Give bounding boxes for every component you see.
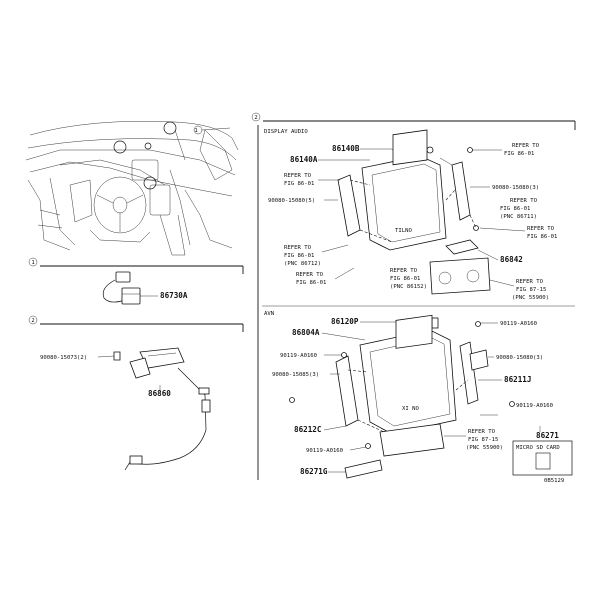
refer-4-title: REFER TO: [527, 226, 555, 232]
dashboard-overview: 1: [25, 121, 239, 256]
section-2-right-number: 2: [254, 115, 257, 121]
part-90119-A0160-b: 90119-A0160: [280, 353, 317, 359]
part-90080-15080-3b: 90080-15080(3): [496, 355, 543, 361]
part-90119-A0160-d: 90119-A0160: [306, 448, 343, 454]
part-86271G: 86271G: [300, 467, 328, 476]
part-86804A: 86804A: [292, 328, 320, 337]
part-86842: 86842: [500, 255, 523, 264]
display-audio-assembly: 86140B 86140A TILNO REFER TO FIG 86-01 9…: [268, 129, 557, 301]
part-90080-15085: 90080-15085(3): [272, 372, 319, 378]
refer-8-pnc: (PNC 55900): [512, 295, 549, 301]
micro-sd-label: MICRO SD CARD: [516, 445, 560, 451]
refer-2-title: REFER TO: [512, 143, 540, 149]
part-90119-A0160-a: 90119-A0160: [500, 321, 537, 327]
section-1-number: 1: [31, 260, 34, 266]
section-2-right: 2 DISPLAY AUDIO AVN: [251, 112, 576, 480]
part-86271: 86271: [536, 431, 559, 440]
part-90080-15080-3: 90080-15080(3): [492, 185, 539, 191]
micro-sd-box: [512, 440, 573, 476]
refer-4-fig: FIG 86-01: [527, 234, 557, 240]
refer-1-fig: FIG 86-01: [284, 181, 314, 187]
refer-3-title: REFER TO: [510, 198, 538, 204]
refer-7-title: REFER TO: [390, 268, 418, 274]
section-2-left: 2 90080-15073(2) 86860: [28, 315, 244, 471]
sd-card-icon: [535, 452, 551, 470]
refer-3-pnc: (PNC 86711): [500, 214, 537, 220]
part-86730A: 86730A: [160, 291, 188, 300]
refer-5-title: REFER TO: [284, 245, 312, 251]
refer-1-title: REFER TO: [284, 173, 312, 179]
part-86212C: 86212C: [294, 425, 322, 434]
refer-3-fig: FIG 86-01: [500, 206, 530, 212]
refer-6-fig: FIG 86-01: [296, 280, 326, 286]
refer-8-title: REFER TO: [516, 279, 544, 285]
marker-tilno: TILNO: [395, 228, 412, 234]
section-1: 1 86730A: [28, 257, 244, 305]
section-2-left-number: 2: [31, 318, 34, 324]
part-86140A: 86140A: [290, 155, 318, 164]
refer-5-fig: FIG 86-01: [284, 253, 314, 259]
refer-7-pnc: (PNC 86152): [390, 284, 427, 290]
avn-assembly: 86120P 86804A XI NO 90119-A0160 90119-A0…: [272, 314, 573, 479]
part-90080-15073: 90080-15073(2): [40, 355, 87, 361]
refer-8-fig: FIG 87-15: [516, 287, 546, 293]
part-86140B: 86140B: [332, 144, 360, 153]
part-86120P: 86120P: [331, 317, 359, 326]
refer-9-pnc: (PNC 55900): [466, 445, 503, 451]
label-avn: AVN: [264, 311, 274, 317]
marker-xino: XI NO: [402, 406, 419, 412]
refer-7-fig: FIG 86-01: [390, 276, 420, 282]
diagram-code: 0B5129: [544, 478, 564, 484]
part-90119-A0160-c: 90119-A0160: [516, 403, 553, 409]
refer-6-title: REFER TO: [296, 272, 324, 278]
part-90080-15080-5: 90080-15080(5): [268, 198, 315, 204]
refer-9-fig: FIG 87-15: [468, 437, 498, 443]
refer-9-title: REFER TO: [468, 429, 496, 435]
part-86211J: 86211J: [504, 375, 531, 384]
refer-2-fig: FIG 86-01: [504, 151, 534, 157]
callout-1-marker: 1: [194, 128, 197, 134]
label-display-audio: DISPLAY AUDIO: [264, 129, 308, 135]
refer-5-pnc: (PNC 86712): [284, 261, 321, 267]
part-86860: 86860: [148, 389, 171, 398]
